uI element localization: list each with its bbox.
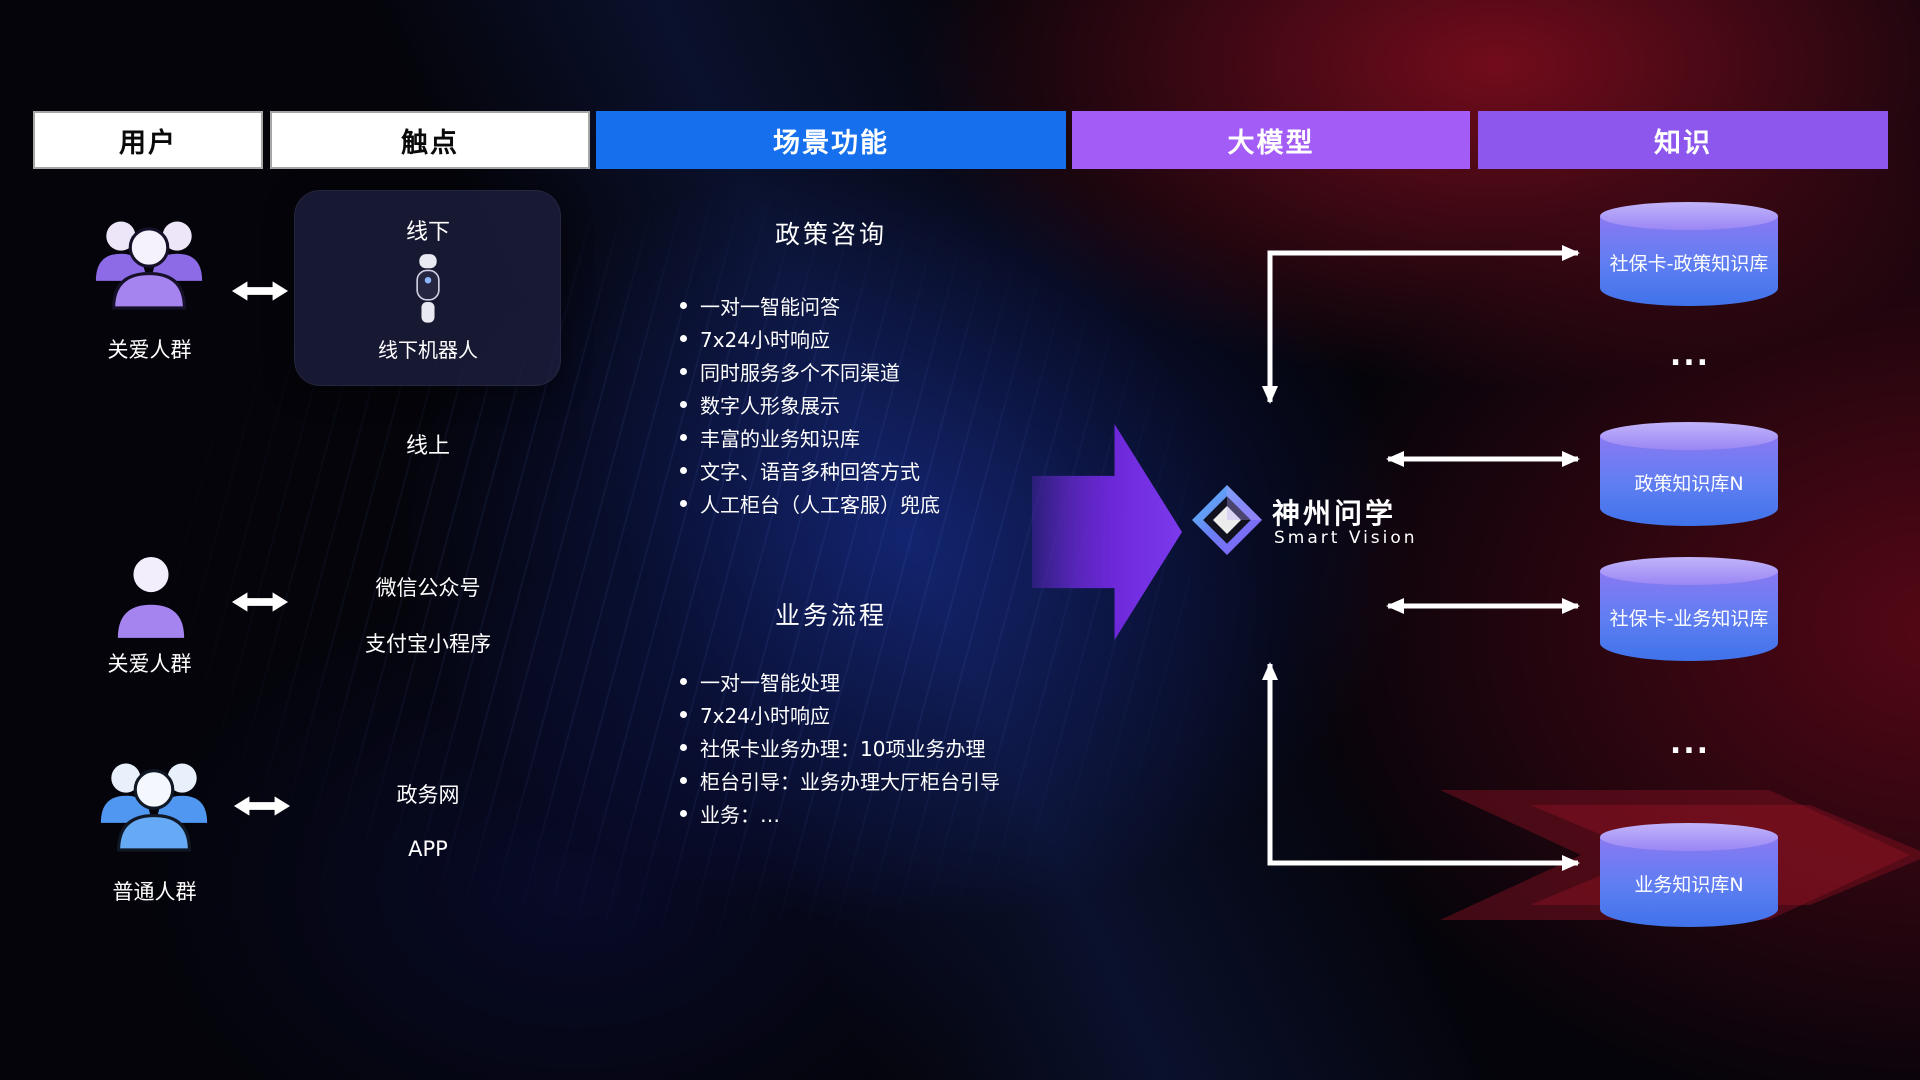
knowledge-db-business-ssc: 社保卡-业务知识库 (1600, 557, 1778, 661)
list-item-text: 同时服务多个不同渠道 (700, 361, 900, 385)
user-group-icon-purple (85, 210, 213, 310)
channel-govweb: 政务网 (396, 783, 460, 807)
cylinder-body (1600, 436, 1778, 526)
column-header-model: 大模型 (1072, 111, 1470, 169)
list-item: 社保卡业务办理：10项业务办理 (680, 731, 1000, 764)
arrow-model-to-db6 (1262, 662, 1580, 871)
channel-app: APP (408, 837, 448, 861)
channel-wechat: 微信公众号 (375, 576, 481, 600)
user-group-icon-blue (90, 752, 218, 852)
cylinder-body (1600, 571, 1778, 661)
user-label-3: 普通人群 (112, 880, 197, 904)
knowledge-db-business-n: 业务知识库N (1600, 823, 1778, 927)
knowledge-db-policy-ssc: 社保卡-政策知识库 (1600, 202, 1778, 306)
list-item: 7x24小时响应 (680, 698, 1000, 731)
user-single-icon-purple (112, 548, 190, 642)
bullet-dot (680, 744, 687, 751)
bidirectional-arrow-icon (230, 277, 290, 305)
user-label-2: 关爱人群 (107, 652, 192, 676)
list-item-text: 7x24小时响应 (700, 704, 831, 728)
bullet-dot (680, 401, 687, 408)
cylinder-body (1600, 837, 1778, 927)
list-item: 一对一智能处理 (680, 665, 1000, 698)
list-item-text: 7x24小时响应 (700, 328, 831, 352)
ellipsis-more: ... (1669, 338, 1711, 373)
column-header-users: 用户 (33, 111, 263, 169)
list-item-text: 数字人形象展示 (700, 394, 840, 418)
arrow-model-to-db1 (1262, 245, 1580, 404)
list-item: 业务：… (680, 797, 1000, 830)
knowledge-db-label: 社保卡-业务知识库 (1609, 607, 1769, 630)
user-label-1: 关爱人群 (107, 338, 192, 362)
list-item: 柜台引导：业务办理大厅柜台引导 (680, 764, 1000, 797)
bullet-dot (680, 434, 687, 441)
offline-title: 线下 (405, 220, 450, 245)
column-header-scenarios: 场景功能 (596, 111, 1066, 169)
bullet-dot (680, 500, 687, 507)
ellipsis-more: ... (1669, 726, 1711, 761)
list-item-text: 一对一智能处理 (700, 671, 840, 695)
list-item-text: 一对一智能问答 (700, 295, 840, 319)
column-header-knowledge: 知识 (1478, 111, 1888, 169)
offline-robot-label: 线下机器人 (378, 338, 478, 362)
robot-icon (404, 252, 452, 328)
list-item: 人工柜台（人工客服）兜底 (680, 487, 940, 520)
list-item: 数字人形象展示 (680, 388, 940, 421)
bullet-dot (680, 810, 687, 817)
bullet-dot (680, 302, 687, 309)
list-item-text: 人工柜台（人工客服）兜底 (700, 493, 940, 517)
bullet-dot (680, 777, 687, 784)
list-item: 文字、语音多种回答方式 (680, 454, 940, 487)
list-item: 同时服务多个不同渠道 (680, 355, 940, 388)
bullet-dot (680, 711, 687, 718)
list-item: 7x24小时响应 (680, 322, 940, 355)
bidirectional-arrow-icon (230, 588, 290, 616)
knowledge-db-label: 社保卡-政策知识库 (1609, 252, 1769, 275)
knowledge-db-label: 业务知识库N (1634, 873, 1744, 896)
policy-feature-list: 一对一智能问答 7x24小时响应 同时服务多个不同渠道 数字人形象展示 丰富的业… (680, 289, 940, 520)
list-item-text: 文字、语音多种回答方式 (700, 460, 920, 484)
scenario-title-policy: 政策咨询 (774, 220, 887, 249)
smart-vision-logo-icon (1192, 485, 1262, 555)
cylinder-body (1600, 216, 1778, 306)
bullet-dot (680, 368, 687, 375)
bidirectional-arrow-icon (232, 792, 292, 820)
list-item-text: 丰富的业务知识库 (700, 427, 860, 451)
list-item-text: 柜台引导：业务办理大厅柜台引导 (700, 770, 1000, 794)
bullet-dot (680, 678, 687, 685)
model-name: 神州问学 (1272, 497, 1397, 530)
knowledge-db-label: 政策知识库N (1634, 472, 1744, 495)
online-title: 线上 (405, 434, 450, 459)
bullet-dot (680, 467, 687, 474)
list-item-text: 业务：… (700, 803, 780, 827)
scenario-title-business: 业务流程 (774, 601, 887, 630)
channel-alipay: 支付宝小程序 (365, 632, 491, 656)
column-header-touchpoints: 触点 (270, 111, 590, 169)
list-item: 一对一智能问答 (680, 289, 940, 322)
list-item-text: 社保卡业务办理：10项业务办理 (700, 737, 986, 761)
list-item: 丰富的业务知识库 (680, 421, 940, 454)
knowledge-db-policy-n: 政策知识库N (1600, 422, 1778, 526)
model-subtitle: Smart Vision (1274, 528, 1418, 548)
bullet-dot (680, 335, 687, 342)
business-feature-list: 一对一智能处理 7x24小时响应 社保卡业务办理：10项业务办理 柜台引导：业务… (680, 665, 1000, 830)
